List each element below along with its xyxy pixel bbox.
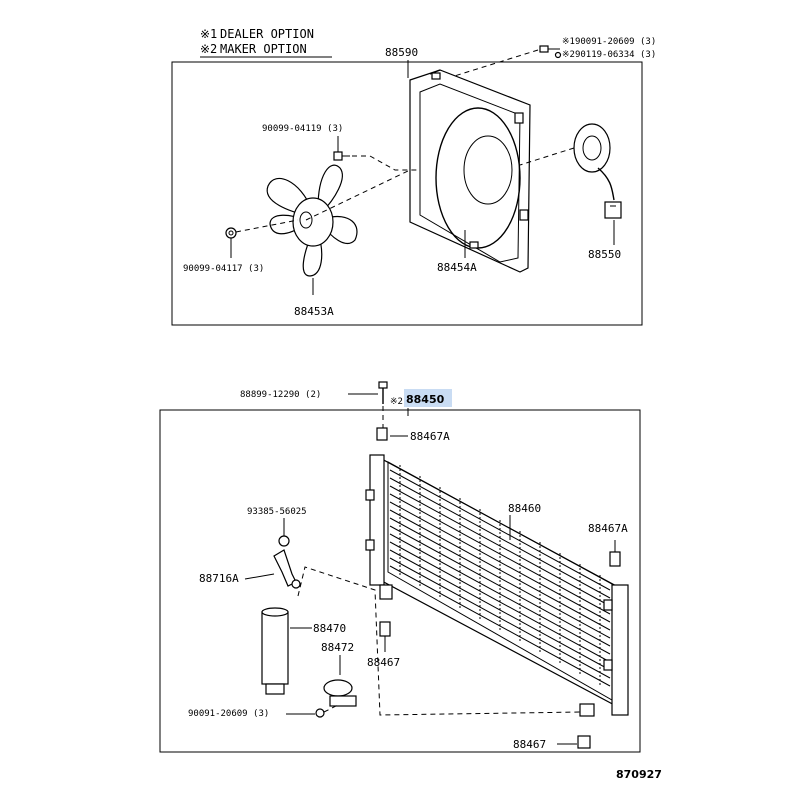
cushion-right-icon bbox=[609, 551, 621, 567]
label-cushion-top: 88467A bbox=[410, 430, 450, 443]
label-88453a: 88453A bbox=[294, 305, 334, 318]
dash-fan-bolt bbox=[352, 155, 420, 171]
fan-shroud bbox=[409, 69, 531, 273]
legend: ※1 DEALER OPTION ※2 MAKER OPTION bbox=[200, 27, 332, 58]
label-88550: 88550 bbox=[588, 248, 621, 261]
cushion-top-icon bbox=[376, 427, 388, 441]
dash-motor bbox=[519, 147, 575, 166]
receiver-bolt-icon bbox=[315, 708, 325, 718]
label-bracket: 88472 bbox=[321, 641, 354, 654]
diagram-code: 870927 bbox=[616, 768, 662, 781]
cushion-bottom-icon bbox=[577, 735, 591, 749]
upper-panel-frame bbox=[171, 61, 643, 326]
dash-fan-nut bbox=[235, 219, 299, 233]
label-88590: 88590 bbox=[385, 46, 418, 59]
dash-receiver-loop bbox=[297, 566, 583, 716]
legend-maker-text: MAKER OPTION bbox=[220, 42, 307, 56]
label-screw-1: ※190091-20609 (3) bbox=[562, 37, 656, 47]
condenser-highlight bbox=[404, 389, 452, 407]
screw-icon bbox=[539, 45, 562, 59]
label-fan-bolt: 90099-04119 (3) bbox=[262, 124, 343, 134]
label-pipe: 88716A bbox=[199, 572, 239, 585]
bracket-icon bbox=[323, 679, 357, 707]
label-88450: 88450 bbox=[406, 393, 445, 406]
label-88454a: 88454A bbox=[437, 261, 477, 274]
fan-blade bbox=[266, 164, 358, 277]
label-receiver: 88470 bbox=[313, 622, 346, 635]
pipe-icon bbox=[273, 549, 297, 587]
legend-maker-mark: ※2 bbox=[200, 42, 217, 56]
bolt-icon bbox=[333, 151, 350, 161]
label-screw-2: ※290119-06334 (3) bbox=[562, 50, 656, 60]
nut-icon bbox=[225, 227, 237, 239]
lower-panel: 88899-12290 (2) ※2 88450 88467A bbox=[159, 381, 641, 753]
bolt-icon bbox=[378, 381, 388, 404]
label-pipe-bolt: 93385-56025 bbox=[247, 507, 307, 517]
condenser-mark: ※2 bbox=[390, 397, 403, 407]
connector-icon bbox=[604, 201, 622, 219]
dash-receiver-bolt bbox=[323, 703, 341, 713]
label-88460: 88460 bbox=[508, 502, 541, 515]
label-receiver-bolt: 90091-20609 (3) bbox=[188, 709, 269, 719]
pipe-bolt-icon bbox=[278, 535, 290, 547]
cushion-mid-icon bbox=[379, 621, 391, 637]
receiver-dryer bbox=[261, 607, 289, 695]
legend-dealer-text: DEALER OPTION bbox=[220, 27, 314, 41]
lower-panel-frame bbox=[159, 409, 641, 753]
upper-panel: 88590 ※190091-20609 (3) ※290119-06334 (3… bbox=[171, 37, 656, 326]
dash-fan-axis bbox=[305, 169, 411, 221]
label-cushion-mid: 88467 bbox=[367, 656, 400, 669]
dash-screw bbox=[447, 49, 539, 79]
condenser-core bbox=[365, 454, 629, 717]
label-cushion-right: 88467A bbox=[588, 522, 628, 535]
legend-dealer-mark: ※1 bbox=[200, 27, 217, 41]
label-fan-nut: 90099-04117 (3) bbox=[183, 264, 264, 274]
label-cushion-bottom: 88467 bbox=[513, 738, 546, 751]
fan-motor bbox=[573, 123, 622, 219]
leader-pipe bbox=[244, 573, 275, 580]
label-bolt: 88899-12290 (2) bbox=[240, 390, 321, 400]
